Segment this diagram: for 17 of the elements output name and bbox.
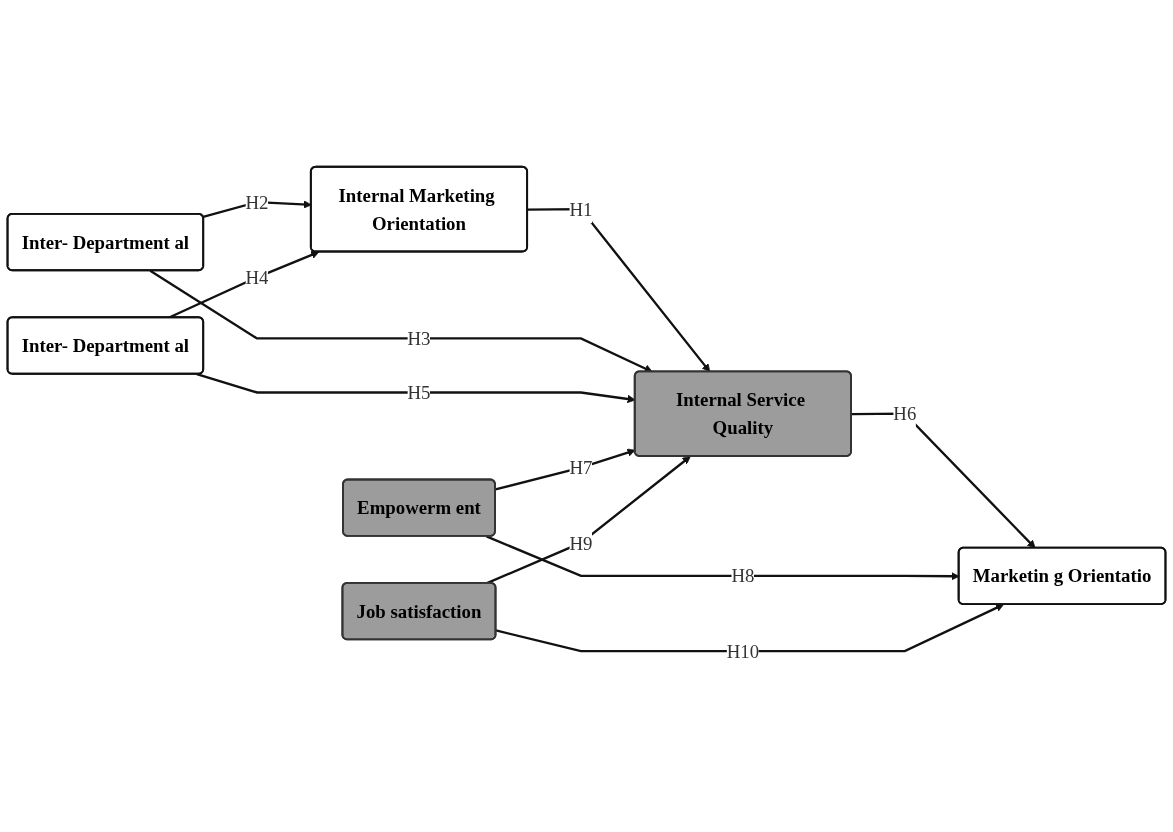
edge-label: H5 [407,382,431,403]
edge-label: H8 [731,565,755,587]
edge-label: H9 [569,532,593,554]
arrow [495,448,636,491]
edge-label: H6 [893,403,917,424]
edge-label: H10 [726,640,760,662]
edge-label: H1 [569,198,593,220]
arrow [527,207,711,373]
edge-label: H4 [245,266,269,288]
arrow [149,269,653,373]
arrow [495,603,1004,653]
edge-label: H3 [407,328,431,349]
arrow [486,456,691,585]
arrow [851,412,1036,549]
edge-label: H7 [569,457,593,479]
arrow [168,250,320,319]
edge-label: H2 [245,191,269,213]
